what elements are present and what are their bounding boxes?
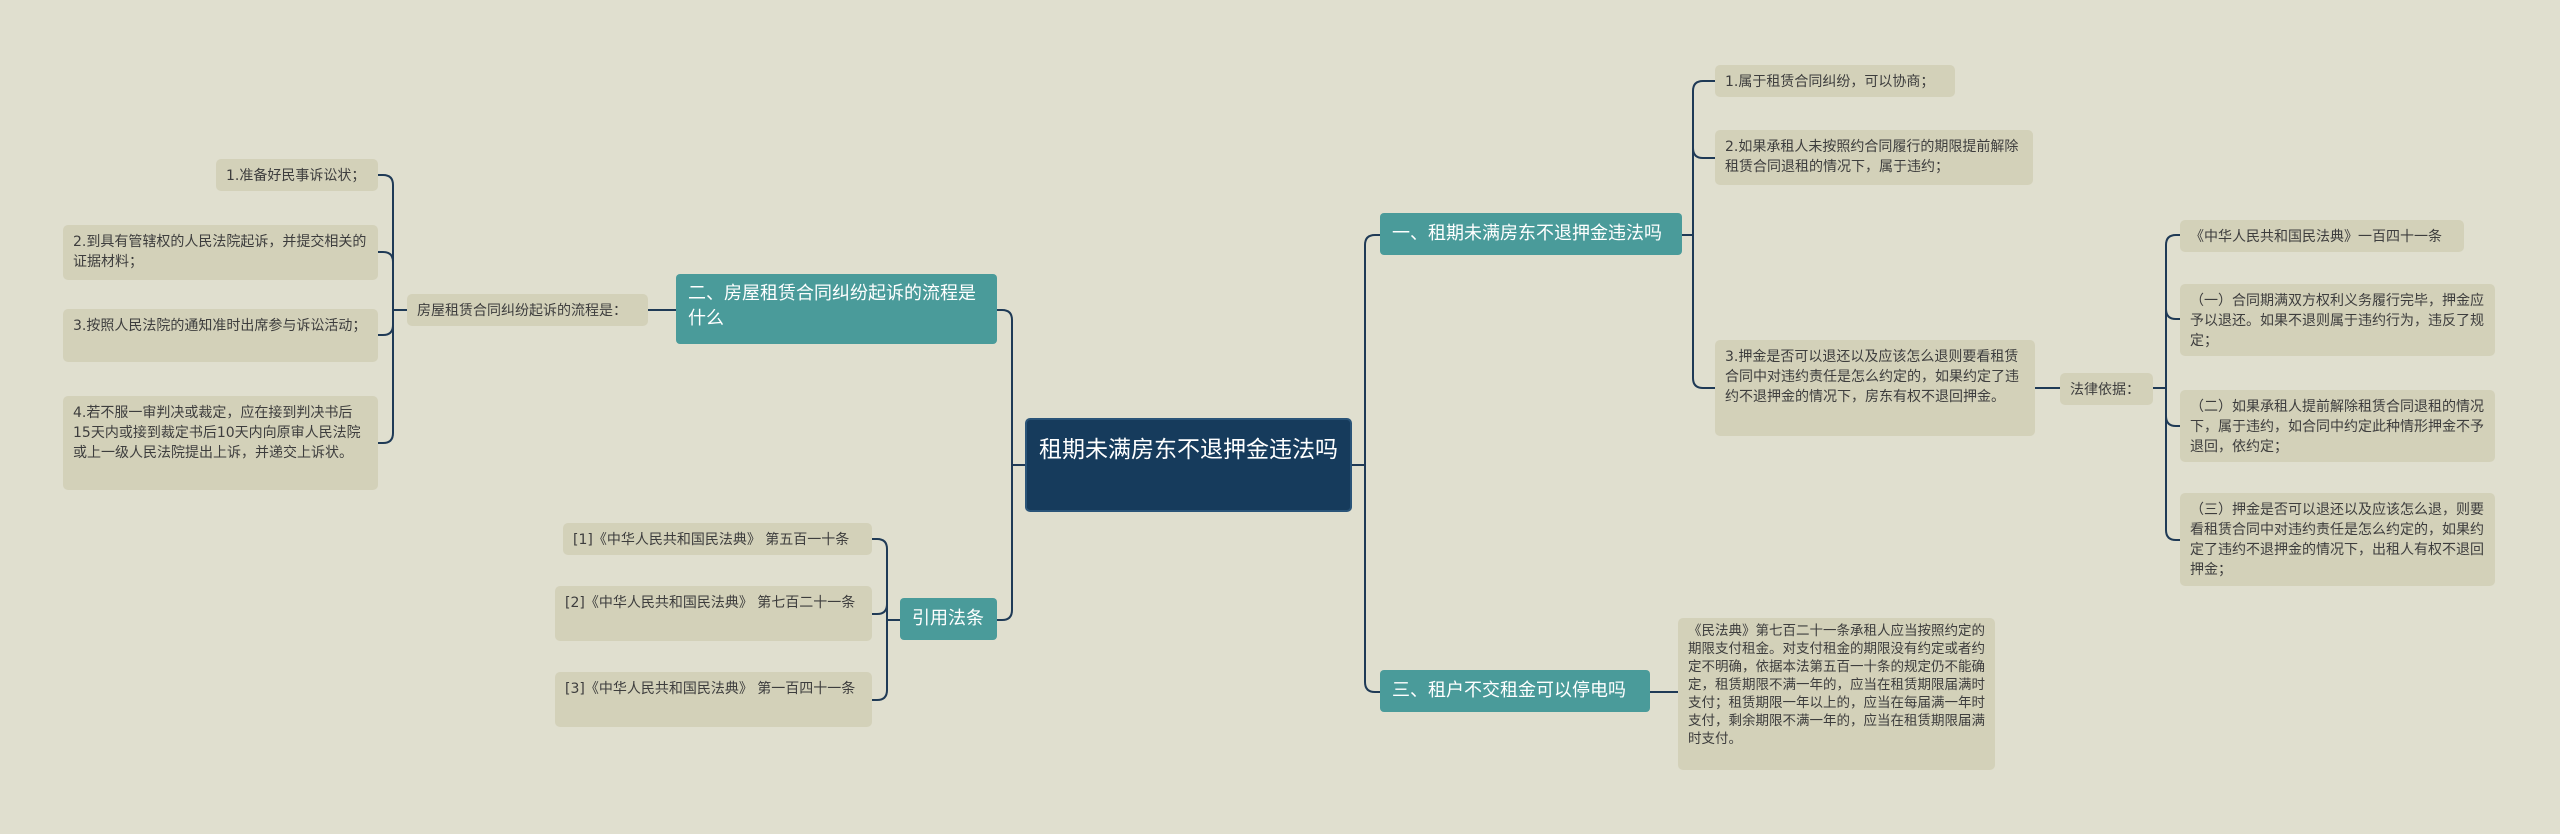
- branch-1-label: 一、租期未满房东不退押金违法吗: [1392, 223, 1662, 244]
- b1-leaf-2-text: 2.如果承租人未按照约合同履行的期限提前解除租赁合同退租的情况下，属于违约；: [1725, 139, 2019, 175]
- b2-step-1[interactable]: 1.准备好民事诉讼状；: [216, 159, 378, 191]
- root-topic[interactable]: 租期未满房东不退押金违法吗: [1025, 418, 1352, 512]
- branch-1[interactable]: 一、租期未满房东不退押金违法吗: [1380, 213, 1682, 255]
- b2-step-3[interactable]: 3.按照人民法院的通知准时出席参与诉讼活动；: [63, 309, 378, 362]
- legal-item-2[interactable]: （一）合同期满双方权利义务履行完毕，押金应予以退还。如果不退则属于违约行为，违反…: [2180, 284, 2495, 356]
- b2-step-4[interactable]: 4.若不服一审判决或裁定，应在接到判决书后15天内或接到裁定书后10天内向原审人…: [63, 396, 378, 490]
- b1-leaf-1[interactable]: 1.属于租赁合同纠纷，可以协商；: [1715, 65, 1955, 97]
- citation-3-text: [3]《中华人民共和国民法典》 第一百四十一条: [565, 681, 856, 697]
- b2-step-4-text: 4.若不服一审判决或裁定，应在接到判决书后15天内或接到裁定书后10天内向原审人…: [73, 405, 361, 461]
- legal-item-1-text: 《中华人民共和国民法典》一百四十一条: [2190, 229, 2442, 245]
- b2-step-3-text: 3.按照人民法院的通知准时出席参与诉讼活动；: [73, 318, 367, 334]
- legal-item-3-text: （二）如果承租人提前解除租赁合同退租的情况下，属于违约，如合同中约定此种情形押金…: [2190, 399, 2484, 455]
- legal-item-4-text: （三）押金是否可以退还以及应该怎么退，则要看租赁合同中对违约责任是怎么约定的，如…: [2190, 502, 2484, 578]
- branch-2-label: 二、房屋租赁合同纠纷起诉的流程是什么: [688, 283, 976, 329]
- branch-4[interactable]: 引用法条: [900, 598, 997, 640]
- b2-step-1-text: 1.准备好民事诉讼状；: [226, 168, 366, 184]
- branch-4-label: 引用法条: [912, 608, 984, 629]
- legal-item-4[interactable]: （三）押金是否可以退还以及应该怎么退，则要看租赁合同中对违约责任是怎么约定的，如…: [2180, 493, 2495, 586]
- b2-subtopic-text: 房屋租赁合同纠纷起诉的流程是：: [417, 303, 627, 319]
- b3-leaf-text: 《民法典》第七百二十一条承租人应当按照约定的期限支付租金。对支付租金的期限没有约…: [1688, 623, 1985, 747]
- legal-item-1[interactable]: 《中华人民共和国民法典》一百四十一条: [2180, 220, 2464, 252]
- b1-leaf-3-text: 3.押金是否可以退还以及应该怎么退则要看租赁合同中对违约责任是怎么约定的，如果约…: [1725, 349, 2019, 405]
- b1-leaf-1-text: 1.属于租赁合同纠纷，可以协商；: [1725, 74, 1935, 90]
- branch-3[interactable]: 三、租户不交租金可以停电吗: [1380, 670, 1650, 712]
- citation-1[interactable]: [1]《中华人民共和国民法典》 第五百一十条: [563, 523, 872, 555]
- b2-step-2-text: 2.到具有管辖权的人民法院起诉，并提交相关的证据材料；: [73, 234, 367, 270]
- b2-subtopic[interactable]: 房屋租赁合同纠纷起诉的流程是：: [407, 294, 648, 326]
- legal-item-2-text: （一）合同期满双方权利义务履行完毕，押金应予以退还。如果不退则属于违约行为，违反…: [2190, 293, 2484, 349]
- branch-3-label: 三、租户不交租金可以停电吗: [1392, 680, 1626, 701]
- citation-3[interactable]: [3]《中华人民共和国民法典》 第一百四十一条: [555, 672, 872, 727]
- root-label: 租期未满房东不退押金违法吗: [1039, 437, 1338, 463]
- legal-basis-label: 法律依据：: [2070, 382, 2140, 398]
- b3-leaf[interactable]: 《民法典》第七百二十一条承租人应当按照约定的期限支付租金。对支付租金的期限没有约…: [1678, 618, 1995, 770]
- branch-2[interactable]: 二、房屋租赁合同纠纷起诉的流程是什么: [676, 274, 997, 344]
- b2-step-2[interactable]: 2.到具有管辖权的人民法院起诉，并提交相关的证据材料；: [63, 225, 378, 280]
- legal-item-3[interactable]: （二）如果承租人提前解除租赁合同退租的情况下，属于违约，如合同中约定此种情形押金…: [2180, 390, 2495, 462]
- citation-2[interactable]: [2]《中华人民共和国民法典》 第七百二十一条: [555, 586, 872, 641]
- b1-leaf-3[interactable]: 3.押金是否可以退还以及应该怎么退则要看租赁合同中对违约责任是怎么约定的，如果约…: [1715, 340, 2035, 436]
- citation-2-text: [2]《中华人民共和国民法典》 第七百二十一条: [565, 595, 856, 611]
- legal-basis[interactable]: 法律依据：: [2060, 373, 2153, 405]
- b1-leaf-2[interactable]: 2.如果承租人未按照约合同履行的期限提前解除租赁合同退租的情况下，属于违约；: [1715, 130, 2033, 185]
- citation-1-text: [1]《中华人民共和国民法典》 第五百一十条: [573, 532, 850, 548]
